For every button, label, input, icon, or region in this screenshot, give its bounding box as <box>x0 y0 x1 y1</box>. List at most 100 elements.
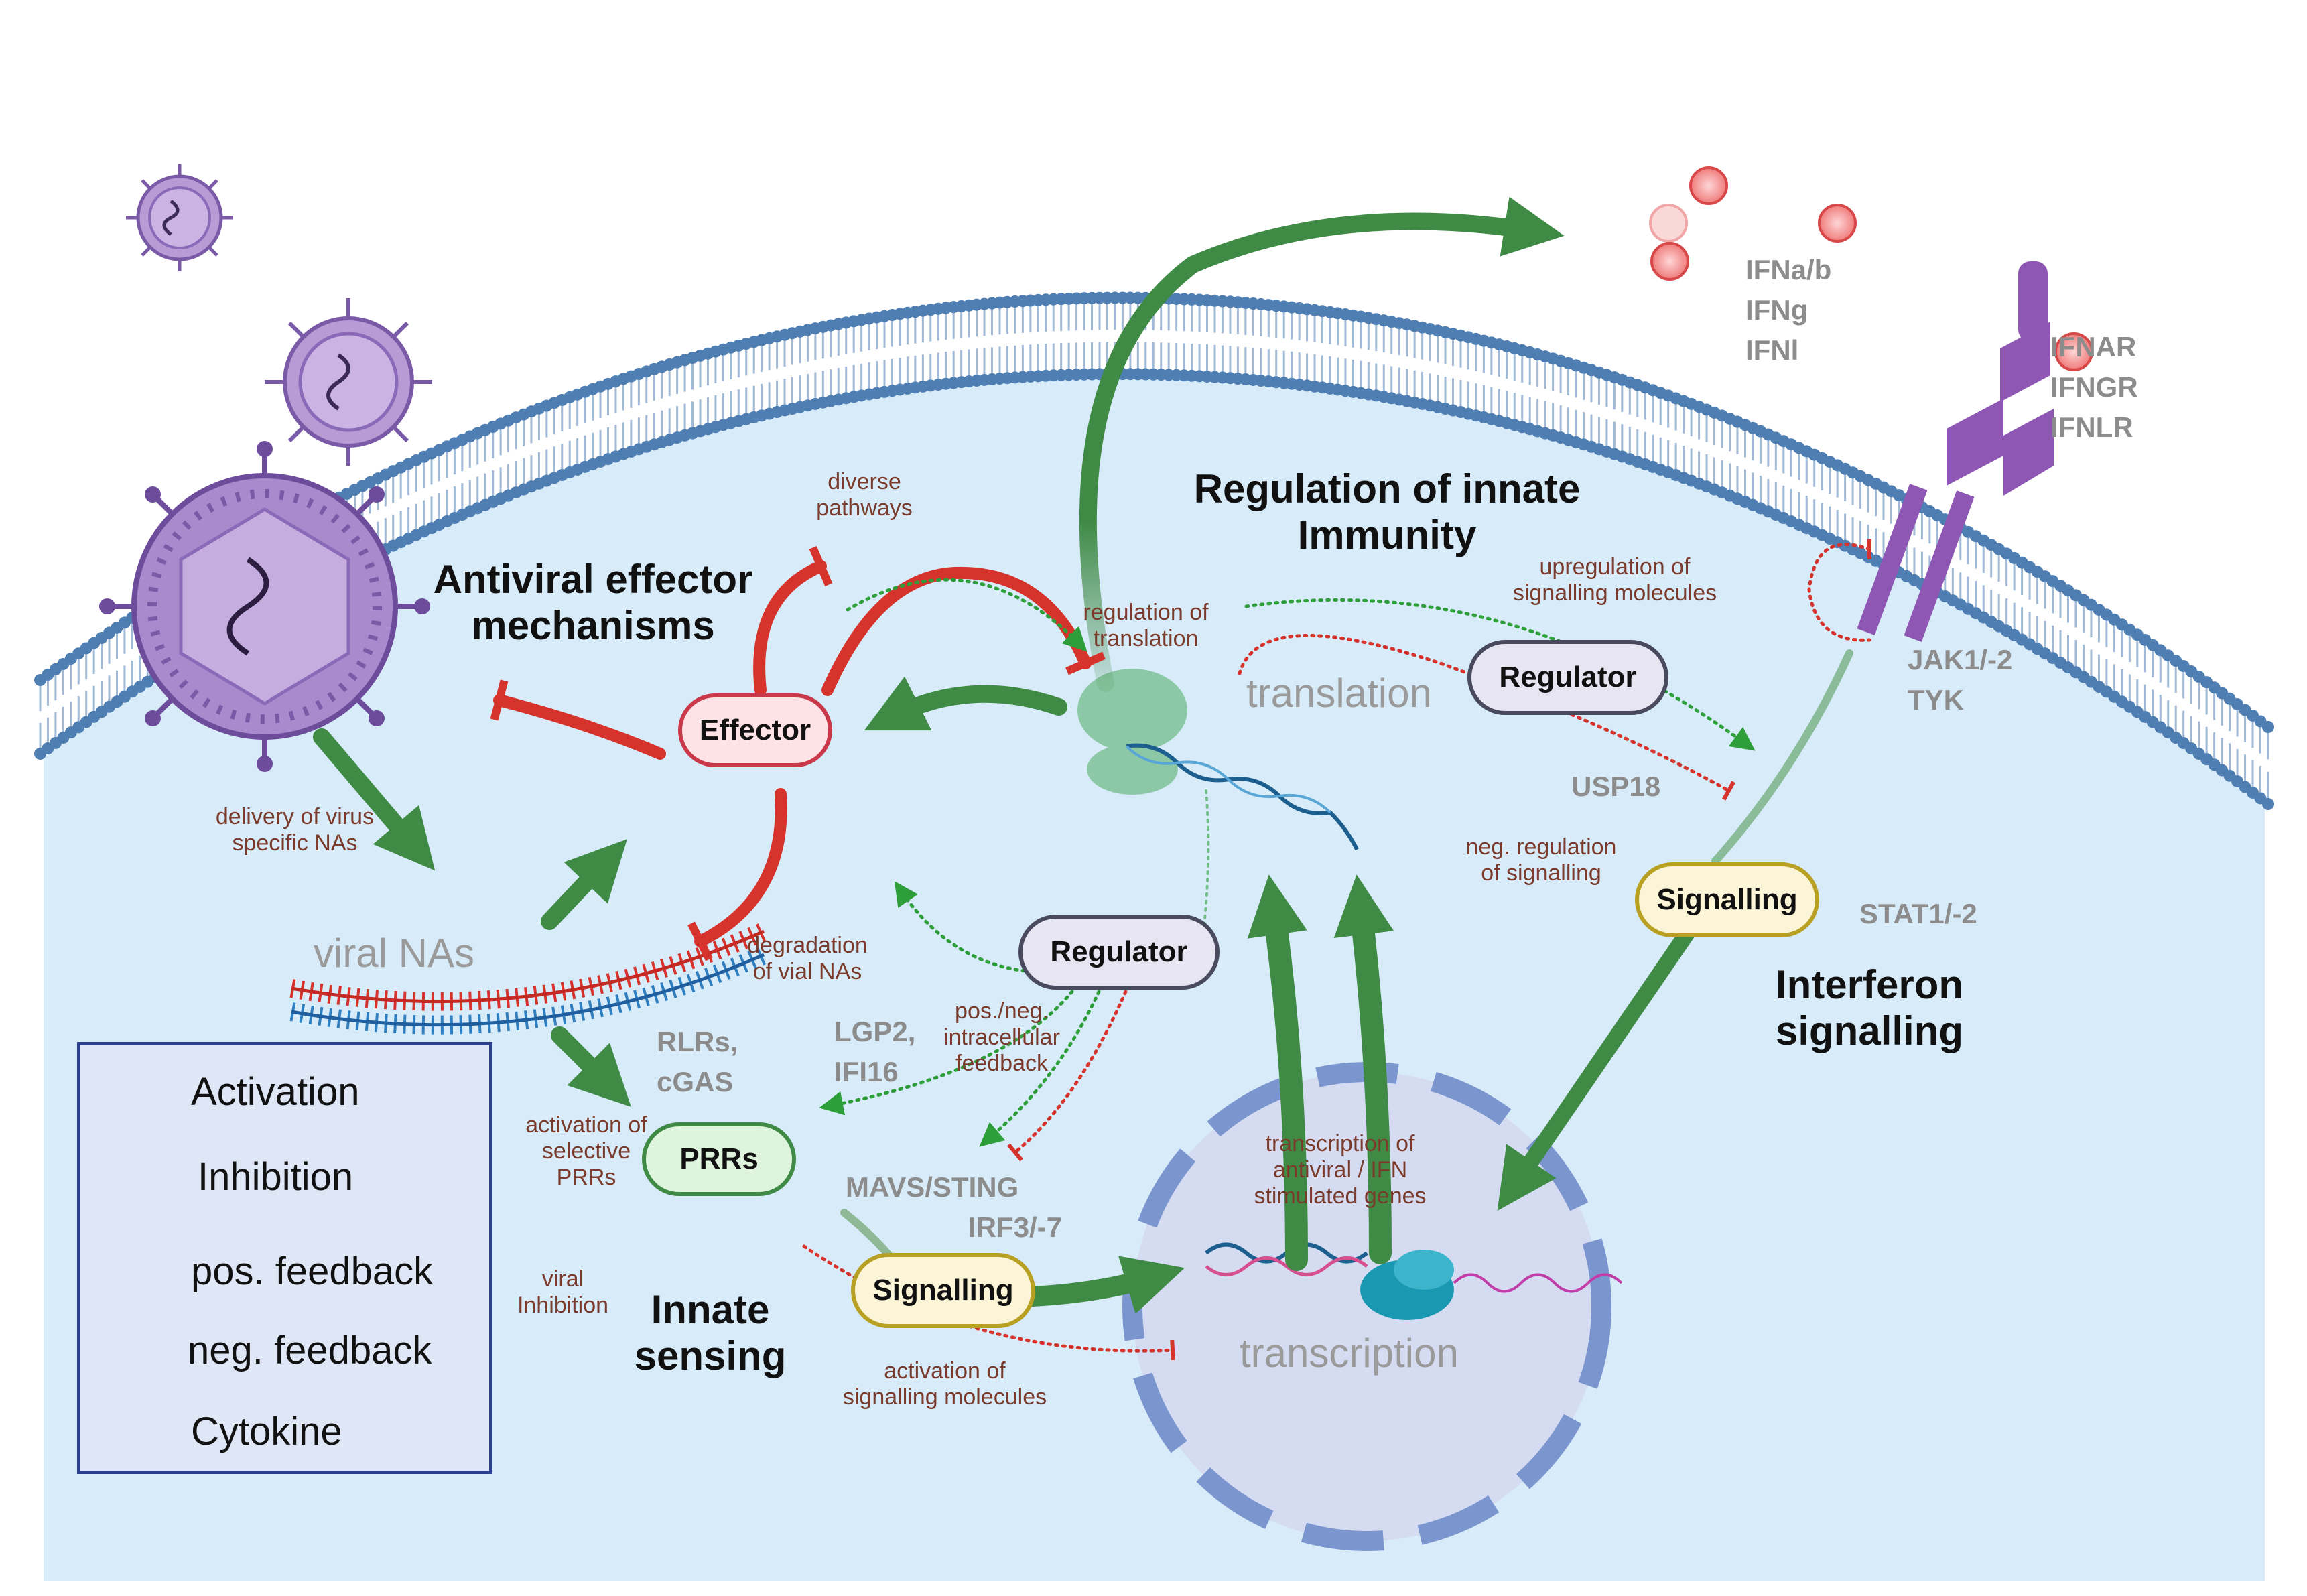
gene-rlrs: RLRs, <box>657 1026 738 1057</box>
gene-jak-list: JAK1/-2 TYK <box>1908 640 2012 720</box>
note-activation-prrs-line1: activation of <box>525 1112 647 1138</box>
legend-row-inhibition: Inhibition <box>80 1149 489 1203</box>
note-neg-regulation: neg. regulation of signalling <box>1454 834 1628 886</box>
gene-cgas: cGAS <box>657 1066 734 1098</box>
title-interferon-signalling: Interferon signalling <box>1735 961 2003 1054</box>
neg-feedback-regulator-to-mavs <box>1007 990 1128 1162</box>
note-pos-neg-line1: pos./neg. <box>955 998 1049 1024</box>
note-pos-neg-line3: feedback <box>955 1051 1048 1077</box>
transcription-label: transcription <box>1240 1331 1459 1376</box>
activation-arrows <box>313 196 1853 1314</box>
title-regulation-line2: Immunity <box>1297 513 1477 557</box>
note-diverse-line1: diverse <box>828 469 901 494</box>
gene-jak: JAK1/-2 <box>1908 644 2013 675</box>
legend-row-pos-feedback: pos. feedback <box>80 1244 489 1297</box>
gene-mavs: MAVS/STING <box>846 1171 1019 1203</box>
legend-row-cytokine: Cytokine <box>80 1404 489 1457</box>
note-viral-inhibition: viral Inhibition <box>509 1266 616 1319</box>
legend-label-activation: Activation <box>191 1070 360 1114</box>
note-neg-regulation-line1: neg. regulation <box>1465 834 1617 860</box>
gene-lgp2: LGP2, <box>834 1016 916 1047</box>
note-regulation-translation: regulation of translation <box>1065 600 1226 652</box>
legend-row-neg-feedback: neg. feedback <box>80 1323 489 1376</box>
gene-ifnlr: IFNLR <box>2050 411 2133 443</box>
viral-nas-label: viral NAs <box>314 931 475 976</box>
note-delivery-line2: specific NAs <box>232 830 358 856</box>
note-activation-prrs-line2: selective <box>541 1138 631 1165</box>
gene-ifngr: IFNGR <box>2050 371 2138 403</box>
note-transcription-line3: stimulated genes <box>1254 1183 1427 1209</box>
virus-medium-icon <box>265 298 432 466</box>
translation-label: translation <box>1246 671 1432 716</box>
note-delivery-line1: delivery of virus <box>215 804 375 829</box>
cytokine-icons <box>1649 166 2093 371</box>
polymerase-icon <box>1205 1242 1623 1320</box>
legend-label-cytokine: Cytokine <box>191 1410 342 1453</box>
pos-feedback-regulator-to-prrs <box>819 990 1074 1116</box>
title-interferon-line1: Interferon <box>1775 962 1964 1007</box>
note-reg-translation-line1: regulation of <box>1083 600 1209 625</box>
gene-ifnar: IFNAR <box>2050 331 2137 362</box>
signalling-node-bottom: Signalling <box>851 1253 1035 1328</box>
feedback-arrows <box>802 543 1871 1361</box>
gene-rlrs-list: RLRs, cGAS <box>657 1022 738 1102</box>
gene-ifn-list: IFNa/b IFNg IFNl <box>1745 250 1831 371</box>
title-innate-sensing: Innate sensing <box>603 1286 817 1379</box>
regulator-node-top: Regulator <box>1467 640 1668 715</box>
title-antiviral-line2: mechanisms <box>471 603 715 648</box>
gene-ifn-l: IFNl <box>1745 334 1799 366</box>
virus-small-icon <box>126 164 233 271</box>
arrow-nas-to-effector <box>541 839 627 930</box>
note-delivery: delivery of virus specific NAs <box>194 804 395 856</box>
note-activation-prrs-line3: PRRs <box>556 1165 616 1191</box>
pos-feedback-ribosome-down <box>1198 789 1210 966</box>
arrow-jak-to-stat <box>1711 649 1853 865</box>
title-innate-line1: Innate <box>651 1287 770 1332</box>
inhibit-viral-nas <box>687 788 787 961</box>
pos-feedback-regulator-to-effector <box>894 881 1034 974</box>
inhibit-translation <box>821 566 1106 696</box>
note-upregulation: upregulation of signalling molecules <box>1494 554 1735 606</box>
regulator-node-middle: Regulator <box>1018 915 1220 990</box>
arrow-translation-to-secretion <box>1079 196 1565 692</box>
note-activation-signalling-line1: activation of <box>884 1358 1006 1384</box>
title-interferon-line2: signalling <box>1775 1008 1964 1053</box>
arrow-ribosome-to-effector <box>864 676 1067 731</box>
gene-ifi16: IFI16 <box>834 1056 899 1087</box>
arrow-stat-to-nucleus <box>1497 923 1697 1211</box>
gene-stat: STAT1/-2 <box>1859 898 1977 929</box>
note-degradation-line1: degradation <box>747 933 868 958</box>
note-diverse-pathways: diverse pathways <box>797 469 931 521</box>
signalling-node-right: Signalling <box>1635 862 1819 937</box>
pos-feedback-regulator-to-mavs <box>979 990 1101 1147</box>
gene-receptor-list: IFNAR IFNGR IFNLR <box>2050 327 2138 448</box>
arrow-transcription-up-1 <box>1247 874 1308 1271</box>
gene-usp18: USP18 <box>1571 771 1661 802</box>
arrow-transcription-up-2 <box>1333 874 1394 1264</box>
virus-large-icon <box>99 441 430 772</box>
legend-label-neg-feedback: neg. feedback <box>188 1329 432 1372</box>
note-upregulation-line2: signalling molecules <box>1512 580 1717 606</box>
gene-lgp2-list: LGP2, IFI16 <box>834 1012 915 1092</box>
title-antiviral-effector: Antiviral effector mechanisms <box>422 556 764 649</box>
note-transcription-line2: antiviral / IFN <box>1272 1157 1408 1183</box>
note-transcription-line1: transcription of <box>1265 1131 1415 1156</box>
legend-label-pos-feedback: pos. feedback <box>191 1250 434 1293</box>
note-viral-inhibition-line1: viral <box>541 1266 584 1292</box>
note-reg-translation-line2: translation <box>1093 626 1199 652</box>
note-diverse-line2: pathways <box>816 495 913 521</box>
prrs-node: PRRs <box>642 1122 796 1196</box>
title-innate-line2: sensing <box>634 1333 787 1378</box>
gene-ifn-ab: IFNa/b <box>1745 254 1832 285</box>
gene-tyk: TYK <box>1908 684 1964 716</box>
pos-feedback-effector-translation <box>846 578 1087 652</box>
note-transcription-of: transcription of antiviral / IFN stimula… <box>1230 1131 1451 1209</box>
neg-feedback-signalling-to-transcription <box>802 1244 1175 1361</box>
title-regulation-line1: Regulation of innate <box>1193 466 1581 511</box>
neg-feedback-jak-loop <box>1807 543 1871 642</box>
gene-ifn-g: IFNg <box>1745 294 1808 326</box>
note-activation-signalling-line2: signalling molecules <box>842 1384 1047 1410</box>
note-pos-neg-feedback: pos./neg. intracellular feedback <box>935 998 1069 1077</box>
title-antiviral-line1: Antiviral effector <box>433 557 753 602</box>
